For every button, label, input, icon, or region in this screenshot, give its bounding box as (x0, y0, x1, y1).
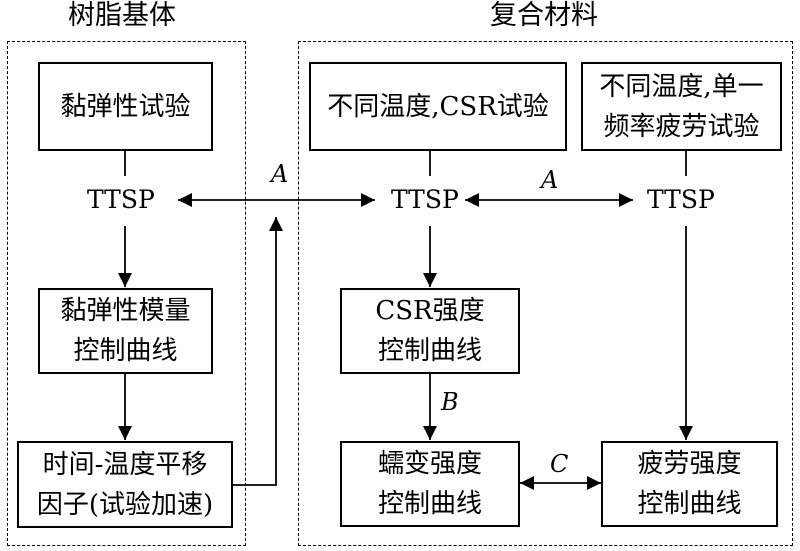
csr-strength-curve-line-1: CSR强度 (375, 296, 485, 326)
modulus-curve-box: 黏弹性模量 控制曲线 (38, 288, 213, 374)
csr-strength-curve-box: CSR强度 控制曲线 (340, 288, 520, 374)
arrow-shift-to-a-link (233, 217, 283, 486)
composite-group-title: 复合材料 (486, 0, 602, 32)
ttsp-right-node: TTSP (644, 185, 718, 215)
modulus-curve-line-2: 控制曲线 (73, 336, 178, 366)
edge-label-b: B (441, 388, 459, 416)
csr-test-box: 不同温度,CSR试验 (309, 62, 567, 151)
viscoelastic-test-label: 黏弹性试验 (60, 91, 191, 122)
ttsp-left-node: TTSP (84, 185, 158, 215)
fatigue-strength-curve-box: 疲劳强度 控制曲线 (601, 441, 778, 527)
resin-group-title: 树脂基体 (64, 0, 180, 32)
fatigue-test-line-1: 不同温度,单一 (599, 71, 764, 102)
ttsp-mid-node: TTSP (388, 185, 462, 215)
creep-strength-curve-line-2: 控制曲线 (377, 489, 482, 519)
csr-strength-curve-line-2: 控制曲线 (377, 336, 482, 366)
creep-strength-curve-box: 蠕变强度 控制曲线 (340, 441, 520, 527)
shift-factor-line-2: 因子(试验加速) (36, 489, 214, 520)
composite-group-frame (298, 41, 793, 546)
shift-factor-box: 时间-温度平移 因子(试验加速) (17, 441, 233, 528)
modulus-curve-line-1: 黏弹性模量 (60, 296, 191, 326)
edge-label-a-upper: A (271, 160, 289, 188)
fatigue-strength-curve-line-2: 控制曲线 (637, 489, 742, 519)
creep-strength-curve-line-1: 蠕变强度 (377, 449, 482, 479)
fatigue-test-box: 不同温度,单一 频率疲劳试验 (581, 62, 782, 151)
fatigue-test-line-2: 频率疲劳试验 (603, 111, 760, 142)
edge-label-a-right: A (541, 166, 559, 194)
shift-factor-line-1: 时间-温度平移 (42, 449, 208, 480)
fatigue-strength-curve-line-1: 疲劳强度 (637, 449, 742, 479)
edge-label-c: C (550, 450, 569, 478)
viscoelastic-test-box: 黏弹性试验 (38, 62, 213, 151)
csr-test-label: 不同温度,CSR试验 (327, 91, 549, 122)
resin-group-frame (7, 41, 246, 546)
